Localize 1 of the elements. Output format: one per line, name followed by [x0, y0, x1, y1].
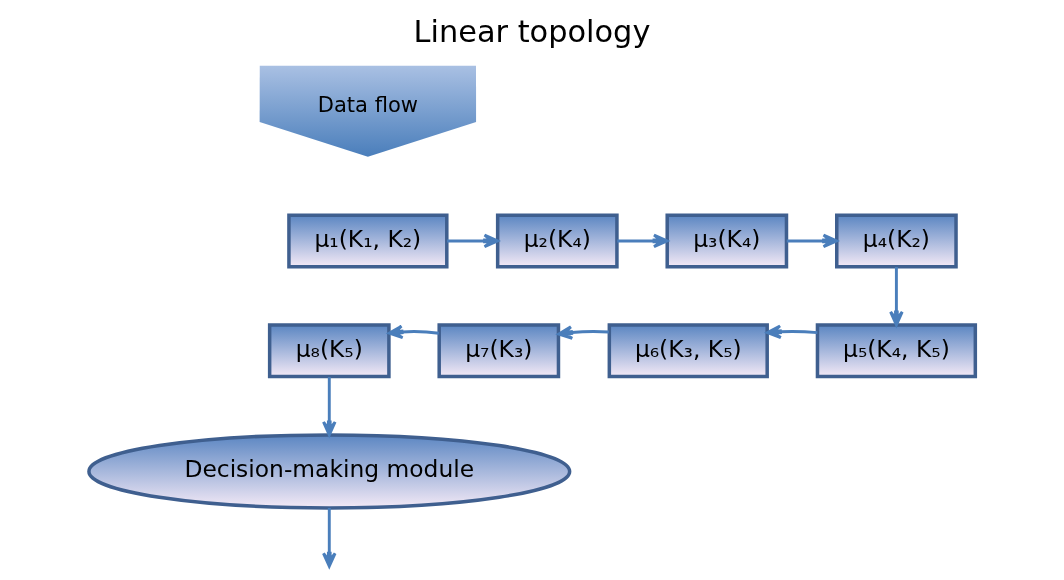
diagram-title: Linear topology — [413, 13, 651, 49]
